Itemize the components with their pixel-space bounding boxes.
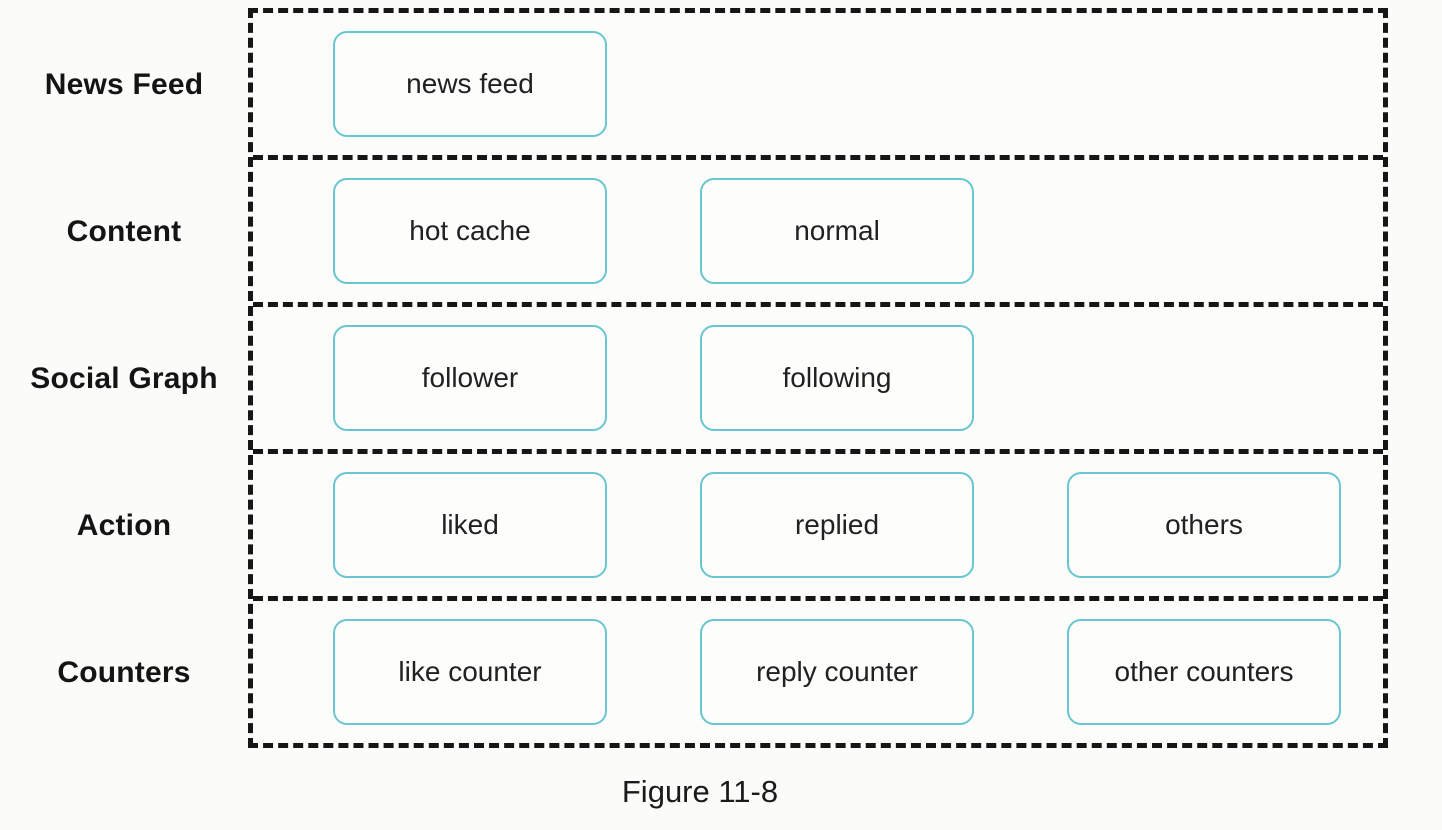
row-social-graph: follower following: [253, 307, 1383, 454]
node-replied: replied: [700, 472, 974, 578]
node-normal: normal: [700, 178, 974, 284]
node-hot-cache: hot cache: [333, 178, 607, 284]
row-labels-column: News Feed Content Social Graph Action Co…: [0, 8, 248, 746]
row-news-feed: news feed: [253, 13, 1383, 160]
row-label-action: Action: [76, 508, 172, 542]
node-other-counters: other counters: [1067, 619, 1341, 725]
row-action: liked replied others: [253, 454, 1383, 601]
node-following: following: [700, 325, 974, 431]
node-news-feed: news feed: [333, 31, 607, 137]
row-label-social-graph: Social Graph: [30, 361, 218, 395]
node-liked: liked: [333, 472, 607, 578]
dashed-grid-area: news feed hot cache normal follower foll…: [248, 8, 1388, 748]
node-reply-counter: reply counter: [700, 619, 974, 725]
node-others: others: [1067, 472, 1341, 578]
row-counters: like counter reply counter other counter…: [253, 601, 1383, 743]
cache-layers-diagram: News Feed Content Social Graph Action Co…: [0, 8, 1388, 748]
figure-caption: Figure 11-8: [621, 774, 779, 809]
node-like-counter: like counter: [333, 619, 607, 725]
row-content: hot cache normal: [253, 160, 1383, 307]
row-label-counters: Counters: [57, 655, 191, 689]
row-label-content: Content: [66, 214, 182, 248]
node-follower: follower: [333, 325, 607, 431]
row-label-news-feed: News Feed: [44, 67, 204, 101]
